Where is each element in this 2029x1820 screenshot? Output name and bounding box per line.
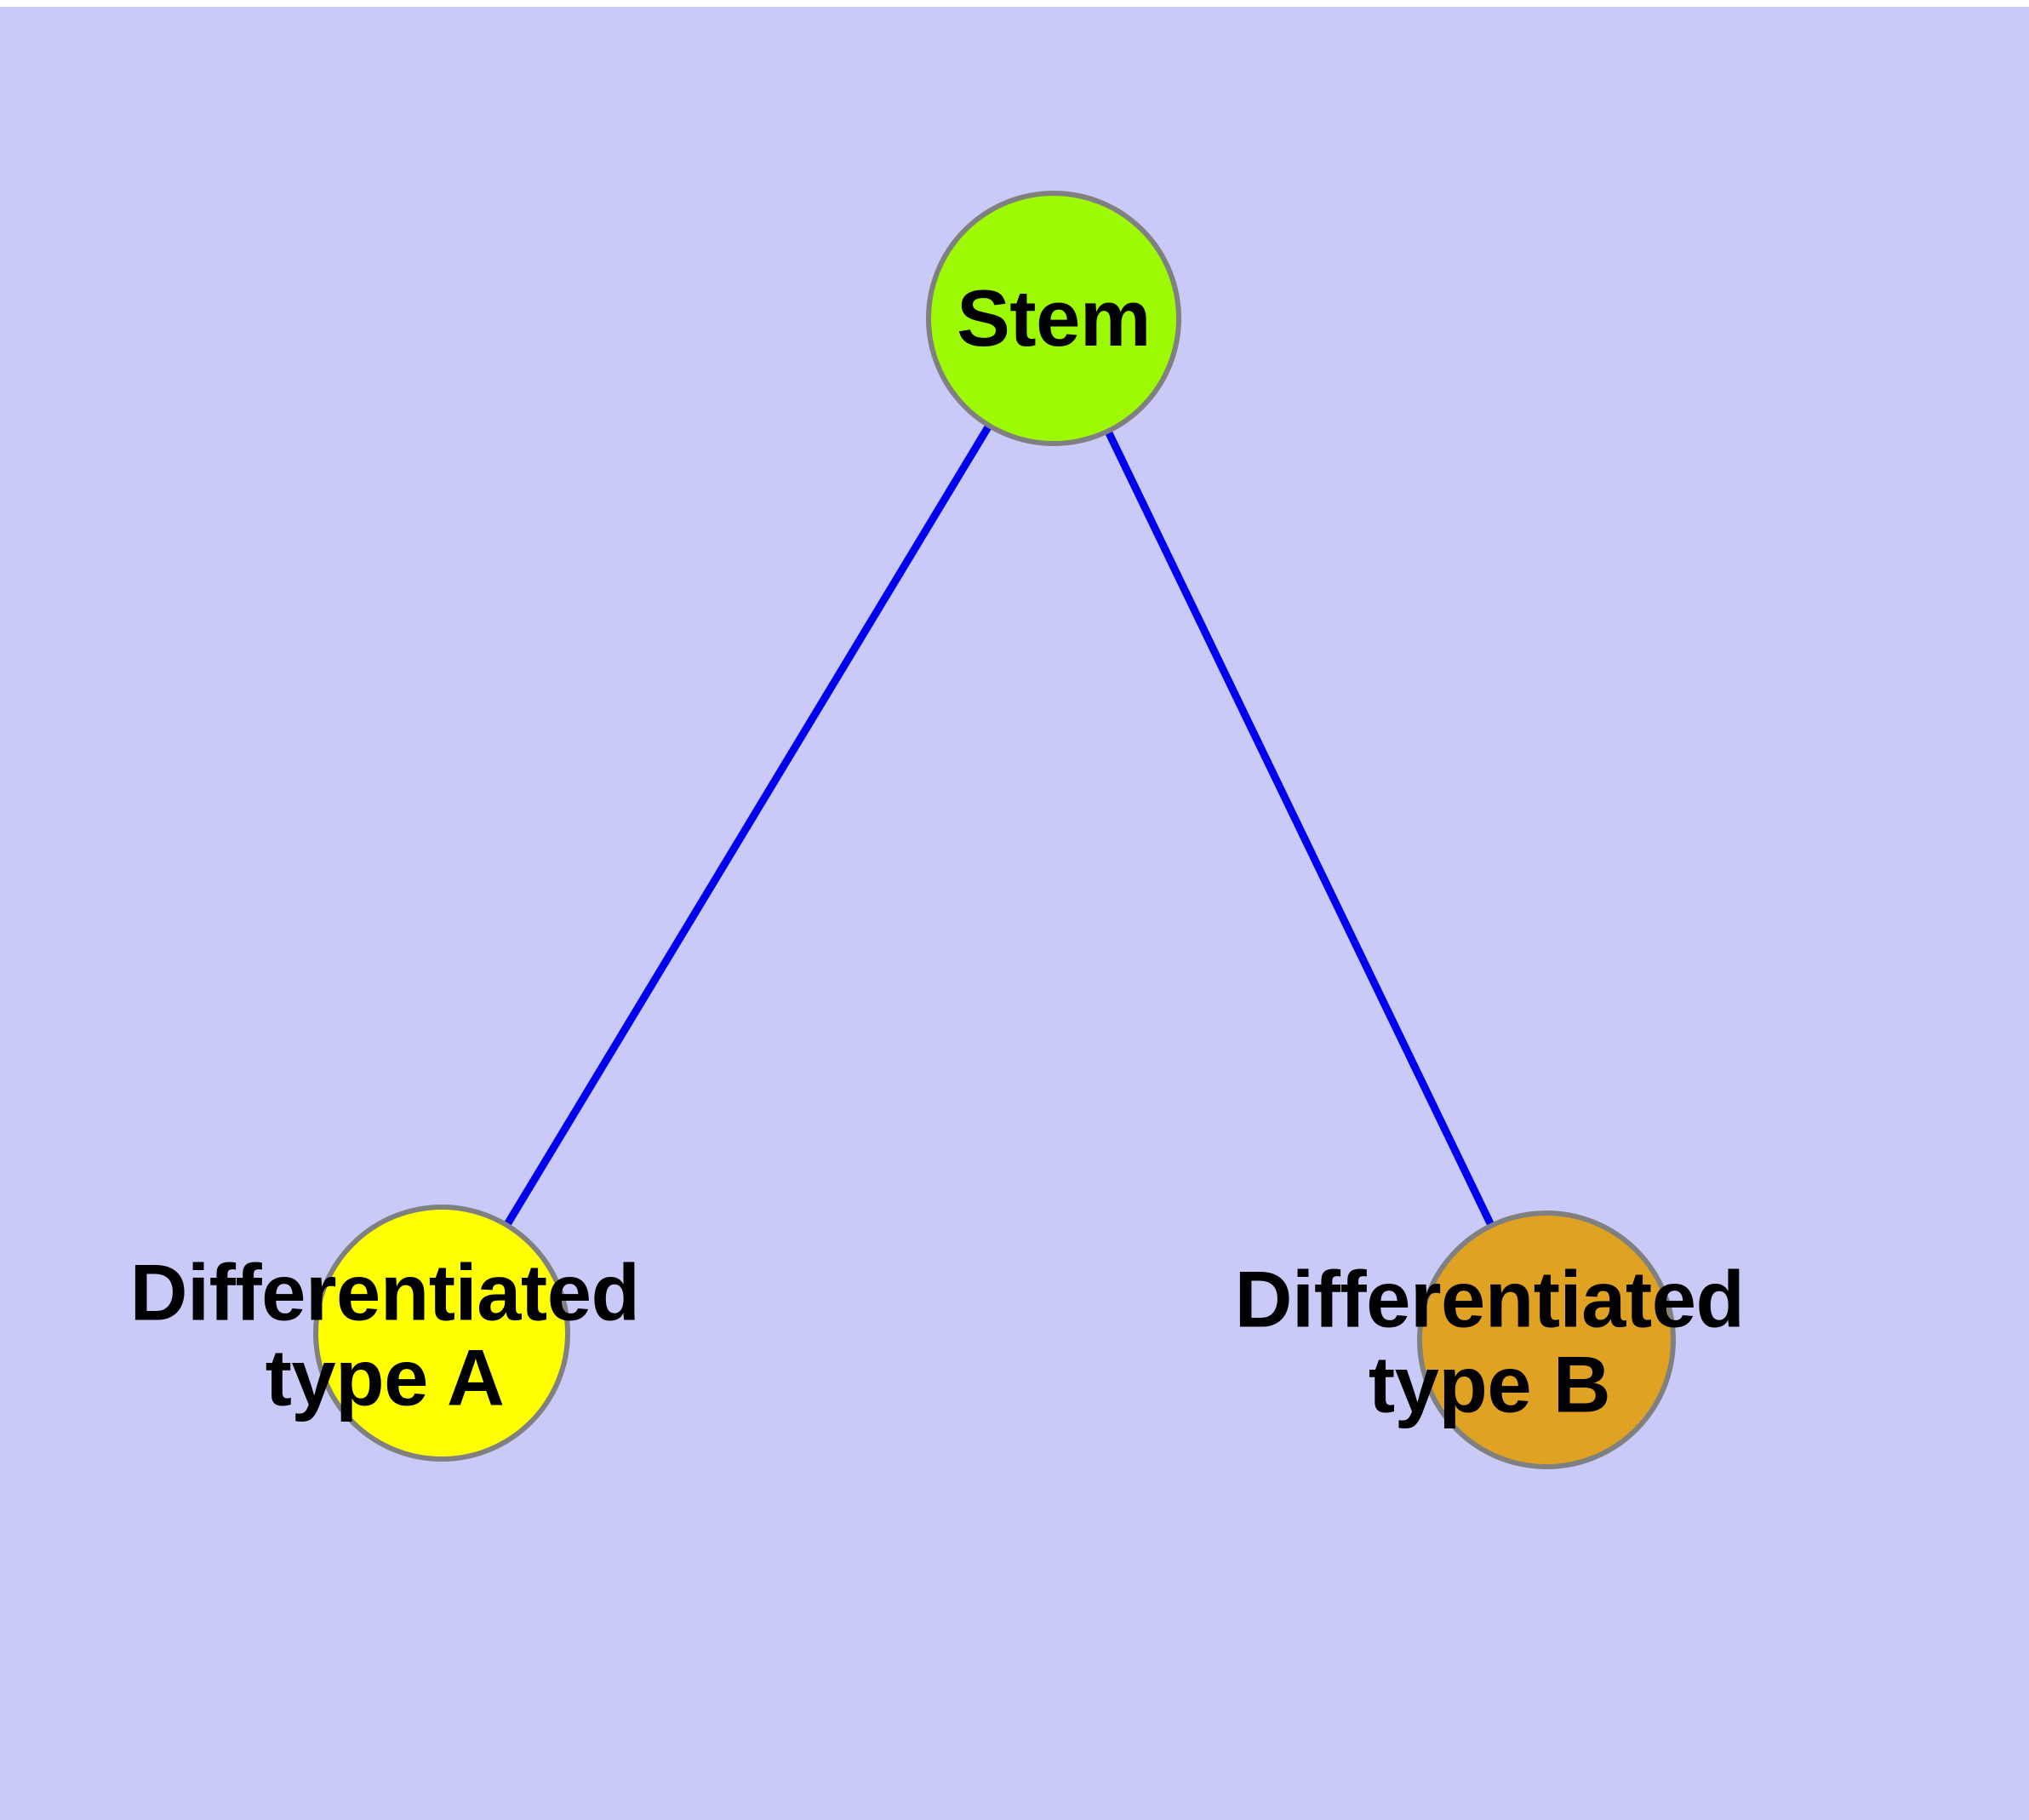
node-circle-type-b[interactable] xyxy=(1417,1210,1676,1469)
node-circle-stem[interactable] xyxy=(926,191,1181,446)
node-layer xyxy=(313,191,1676,1469)
edge-stem-to-type-a xyxy=(438,316,1057,1336)
edge-layer xyxy=(438,316,1551,1342)
edge-stem-to-type-b xyxy=(1049,317,1551,1342)
node-circle-type-a[interactable] xyxy=(313,1205,570,1462)
